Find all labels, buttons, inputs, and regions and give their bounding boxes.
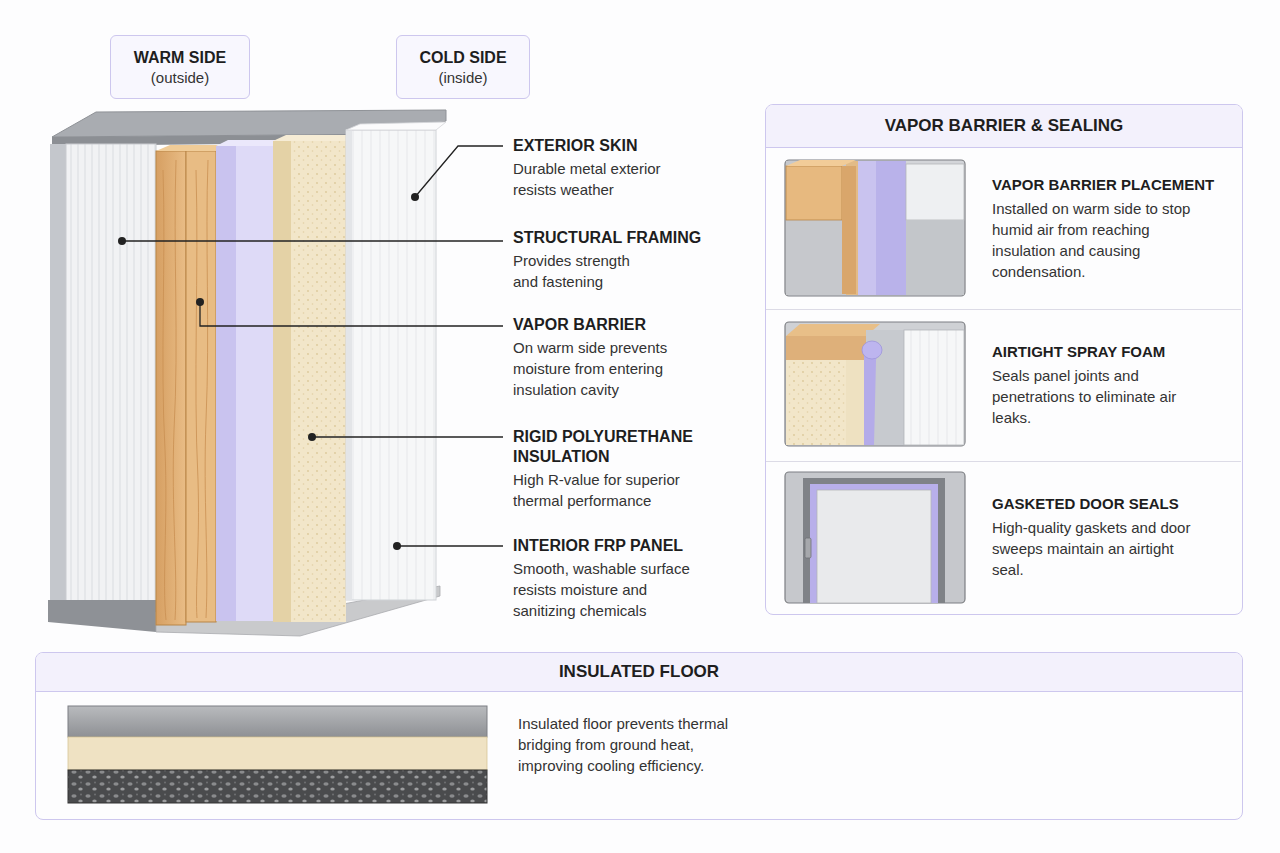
leader-dots-part (308, 433, 316, 441)
leader-dots-part (196, 298, 204, 306)
wall-section-part (236, 146, 273, 621)
wall-section-part-part (163, 170, 166, 620)
wall-section-part (156, 151, 186, 625)
feature-row: AIRTIGHT SPRAY FOAM Seals panel joints an… (766, 309, 1241, 461)
leader-lines-part (415, 146, 503, 197)
row-heading: GASKETED DOOR SEALS (992, 495, 1233, 512)
callout-heading: STRUCTURAL FRAMING (513, 228, 753, 248)
callout-body: Durable metal exterior resists weather (513, 158, 703, 200)
leader-dots-part (393, 542, 401, 550)
leader-dots (118, 193, 419, 550)
wall-section-part (186, 151, 216, 622)
leader-lines-part (397, 545, 503, 546)
callout-body: Provides strength and fastening (513, 250, 653, 292)
thumb-spray-foam-part (904, 330, 964, 445)
callout-heading: EXTERIOR SKIN (513, 136, 753, 156)
text-group: WARM SIDE (outside) (111, 36, 249, 98)
text-group: VAPOR BARRIER PLACEMENT Installed on warm… (992, 149, 1233, 309)
leader-dots-part (411, 193, 419, 201)
panel-heading: INSULATED FLOOR (36, 653, 1242, 692)
wall-section-part (346, 122, 446, 130)
text-group: GASKETED DOOR SEALS High-quality gaskets … (992, 462, 1233, 613)
wall-section-part (346, 130, 436, 600)
callout-heading: VAPOR BARRIER (513, 315, 753, 335)
thumb-vapor-barrier-part (786, 166, 842, 220)
leader-lines-part (312, 436, 503, 437)
wall-section-part-part (205, 160, 208, 618)
wall-section-part (50, 144, 66, 604)
thumb-vapor-barrier-part (906, 164, 964, 220)
row-body: High-quality gaskets and door sweeps mai… (992, 517, 1204, 580)
thumb-vapor-barrier-part (786, 161, 846, 295)
wall-section-part-part (196, 170, 199, 618)
thumb-vapor-barrier-part (785, 160, 965, 296)
feature-row: GASKETED DOOR SEALS High-quality gaskets … (766, 461, 1241, 613)
wall-section-part (273, 141, 291, 622)
leader-lines-part (122, 240, 503, 241)
callout-body: On warm side prevents moisture from ente… (513, 337, 698, 400)
thumb-door-gasket-part (817, 490, 931, 603)
thumb-door-gasket-part (803, 478, 945, 603)
side-tag: WARM SIDE (outside) (110, 35, 250, 99)
feature-row: VAPOR BARRIER PLACEMENT Installed on warm… (766, 149, 1241, 309)
callout-body: High R-value for superior thermal perfor… (513, 469, 713, 511)
leader-lines (122, 146, 503, 546)
side-note: (inside) (438, 69, 487, 86)
panel-heading: VAPOR BARRIER & SEALING (766, 105, 1242, 148)
side-heading: COLD SIDE (419, 49, 506, 67)
wall-section-part (346, 130, 352, 600)
row-body: Seals panel joints and penetrations to e… (992, 365, 1204, 428)
thumb-vapor-barrier-part (842, 166, 856, 294)
thumb-spray-foam-part (786, 336, 866, 360)
wall-section-part (163, 160, 208, 620)
floor-panel: INSULATED FLOOR Insulated floor prevents … (35, 652, 1243, 820)
thumb-spray-foam-part (786, 324, 880, 336)
text-group: INSULATED FLOORInsulated floor prevents … (36, 653, 1242, 692)
wall-section-part (291, 141, 346, 622)
thumb-door-gasket-part (785, 472, 965, 603)
callout-heading: RIGID POLYURETHANE INSULATION (513, 427, 713, 467)
thumb-spray-foam-part (785, 322, 965, 446)
thumb-spray-foam-part (846, 360, 866, 445)
thumb-vapor-barrier-part (876, 161, 906, 295)
thumb-vapor-barrier-part (858, 161, 876, 295)
text-group: VAPOR BARRIER & SEALING (766, 105, 1242, 148)
side-tag: COLD SIDE (inside) (396, 35, 530, 99)
wall-section-part (48, 600, 156, 632)
thumb-spray-foam-part (786, 360, 846, 445)
leader-lines-part (200, 302, 503, 326)
thumb-spray-foam (785, 322, 965, 446)
thumb-door-gasket (785, 472, 965, 603)
thumb-vapor-barrier-part (786, 160, 856, 166)
row-heading: AIRTIGHT SPRAY FOAM (992, 343, 1233, 360)
floor-section-part (68, 737, 487, 770)
thumb-vapor-barrier (785, 160, 965, 296)
row-heading: VAPOR BARRIER PLACEMENT (992, 176, 1233, 193)
floor-section-part (68, 770, 487, 803)
callout-body: Smooth, washable surface resists moistur… (513, 558, 705, 621)
floor-section-part (68, 706, 487, 737)
wall-section-part (66, 144, 156, 604)
text-group: COLD SIDE (inside) (397, 36, 529, 98)
callout-heading: INTERIOR FRP PANEL (513, 536, 753, 556)
text-group: AIRTIGHT SPRAY FOAM Seals panel joints an… (992, 310, 1233, 461)
thumb-vapor-barrier-part (906, 220, 964, 295)
side-heading: WARM SIDE (134, 49, 226, 67)
row-body: Installed on warm side to stop humid air… (992, 198, 1204, 282)
thumb-door-gasket-part (810, 484, 938, 603)
panel-body: Insulated floor prevents thermal bridgin… (518, 713, 733, 776)
feature-panel: VAPOR BARRIER & SEALINGVAPOR BARRIER PLA… (765, 104, 1243, 615)
thumb-spray-foam-part (862, 341, 882, 359)
side-note: (outside) (151, 69, 209, 86)
thumb-door-gasket-part (805, 538, 811, 558)
wall-section (48, 110, 446, 636)
floor-section (68, 706, 487, 803)
leader-dots-part (118, 237, 126, 245)
wall-section-part-part (173, 160, 176, 620)
wall-section-part (216, 146, 236, 621)
